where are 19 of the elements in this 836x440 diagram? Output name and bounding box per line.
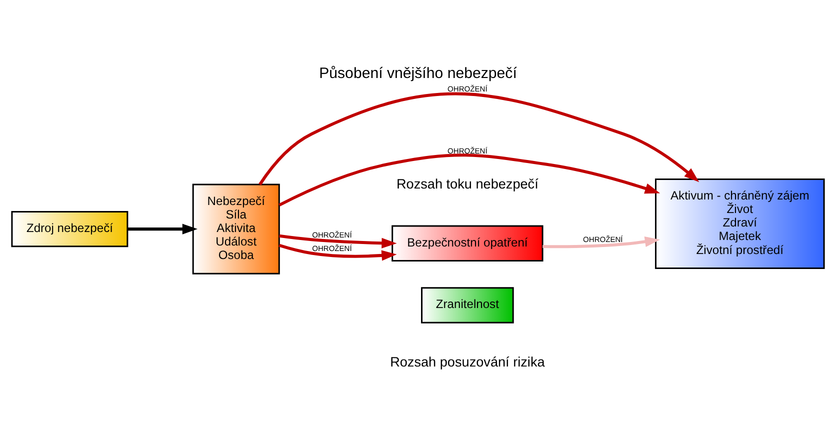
edge-label: OHROŽENÍ	[448, 146, 488, 156]
edge-label: OHROŽENÍ	[448, 84, 488, 94]
arrow	[258, 92, 700, 186]
arrow	[542, 236, 660, 248]
edge-label: OHROŽENÍ	[312, 230, 352, 240]
node-box: Nebezpečí Síla Aktivita Událost Osoba	[192, 184, 280, 274]
edge-label: OHROŽENÍ	[583, 234, 623, 244]
node-box: Zdroj nebezpečí	[11, 210, 128, 248]
arrow	[278, 154, 660, 206]
label: Rozsah toku nebezpečí	[396, 176, 538, 192]
arrow	[278, 244, 397, 261]
node-box: Zranitelnost	[421, 287, 514, 324]
arrow	[127, 224, 198, 234]
arrow	[279, 234, 397, 248]
diagram-title: Působení vnějšího nebezpečí	[319, 65, 517, 82]
edge-label: OHROŽENÍ	[312, 244, 352, 253]
node-box: Bezpečnostní opatření	[392, 225, 544, 262]
label: Rozsah posuzování rizika	[390, 354, 545, 370]
node-box: Aktivum - chráněný zájem Život Zdraví Majetek Životní prostředí	[654, 178, 825, 270]
